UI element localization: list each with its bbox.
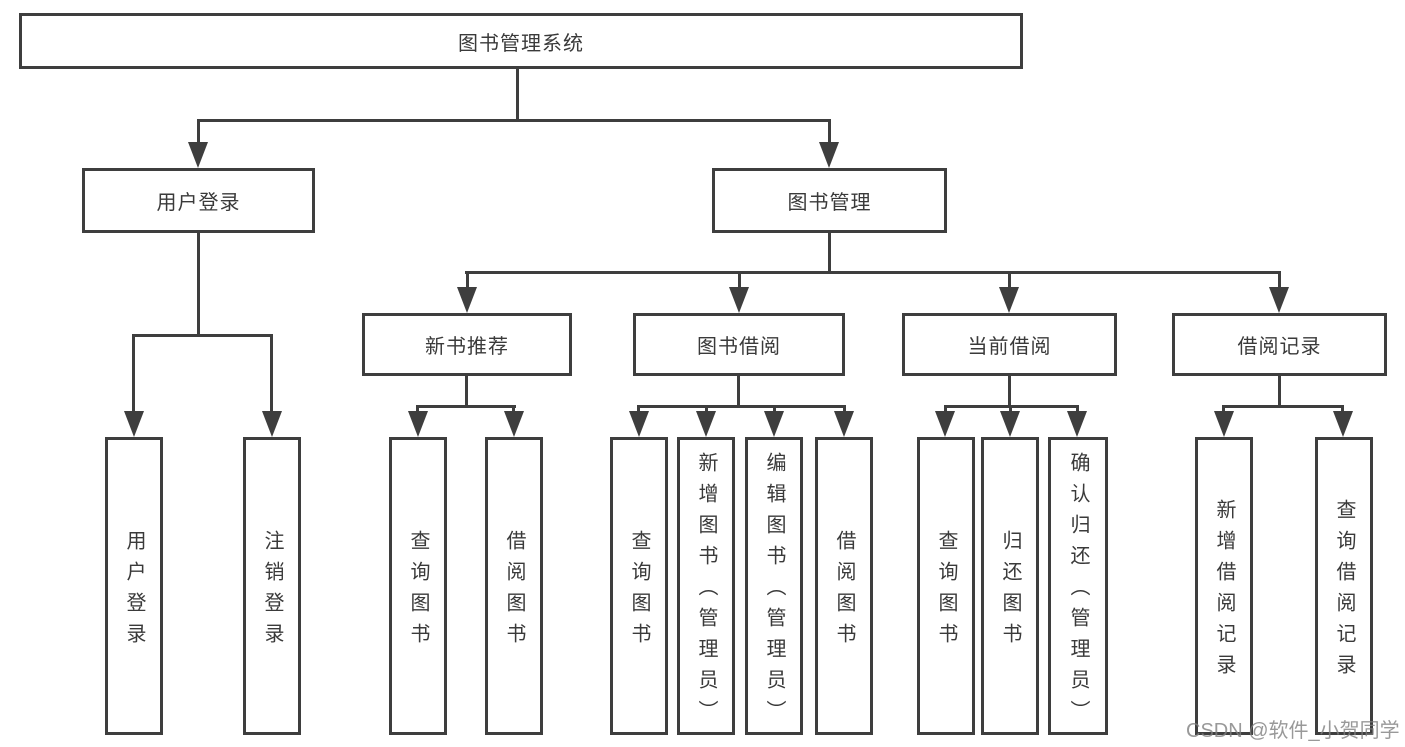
- connector-drop: [1278, 271, 1281, 289]
- leaf-edit-book-admin: 编辑图书（管理员）: [745, 437, 803, 735]
- connector-bar: [133, 334, 273, 337]
- leaf-return-books: 归还图书: [981, 437, 1039, 735]
- arrowhead-down-icon: [124, 411, 144, 437]
- leaf-query-books-recommend: 查询图书: [389, 437, 447, 735]
- connector-drop: [512, 405, 515, 413]
- node-book-management: 图书管理: [712, 168, 947, 233]
- connector-drop: [705, 405, 708, 413]
- leaf-label: 确认归还（管理员）: [1067, 452, 1089, 731]
- arrowhead-down-icon: [1000, 411, 1020, 437]
- leaf-label: 借阅图书: [503, 529, 525, 654]
- node-current-borrowing: 当前借阅: [902, 313, 1117, 376]
- arrowhead-down-icon: [1067, 411, 1087, 437]
- arrowhead-down-icon: [504, 411, 524, 437]
- leaf-label: 查询图书: [407, 529, 429, 654]
- node-borrow-records: 借阅记录: [1172, 313, 1387, 376]
- leaf-label: 注销登录: [261, 529, 283, 654]
- leaf-label: 借阅图书: [833, 529, 855, 654]
- leaf-logout: 注销登录: [243, 437, 301, 735]
- connector-drop: [773, 405, 776, 413]
- connector-stem: [465, 376, 468, 408]
- connector-drop: [1222, 405, 1225, 413]
- leaf-add-borrow-record: 新增借阅记录: [1195, 437, 1253, 735]
- leaf-label: 查询图书: [628, 529, 650, 654]
- leaf-confirm-return-admin: 确认归还（管理员）: [1048, 437, 1108, 735]
- connector-drop: [270, 334, 273, 413]
- leaf-label: 归还图书: [999, 529, 1021, 654]
- leaf-label: 新增借阅记录: [1213, 498, 1235, 685]
- node-book-borrowing: 图书借阅: [633, 313, 845, 376]
- arrowhead-down-icon: [408, 411, 428, 437]
- connector-stem: [197, 233, 200, 337]
- connector-bar: [465, 271, 1281, 274]
- connector-drop: [416, 405, 419, 413]
- connector-bar: [1222, 405, 1344, 408]
- connector-bar: [197, 119, 830, 122]
- connector-drop: [1008, 271, 1011, 289]
- connector-stem: [516, 69, 519, 120]
- arrowhead-down-icon: [262, 411, 282, 437]
- arrowhead-down-icon: [935, 411, 955, 437]
- leaf-query-books-current: 查询图书: [917, 437, 975, 735]
- arrowhead-down-icon: [729, 287, 749, 313]
- leaf-label: 查询图书: [935, 529, 957, 654]
- node-user-login: 用户登录: [82, 168, 315, 233]
- arrowhead-down-icon: [764, 411, 784, 437]
- connector-drop: [466, 271, 469, 289]
- leaf-label: 新增图书（管理员）: [695, 452, 717, 731]
- connector-drop: [944, 405, 947, 413]
- connector-drop: [132, 334, 135, 413]
- connector-bar: [417, 405, 516, 408]
- arrowhead-down-icon: [1269, 287, 1289, 313]
- leaf-borrow-books: 借阅图书: [815, 437, 873, 735]
- leaf-label: 编辑图书（管理员）: [763, 452, 785, 731]
- connector-drop: [1341, 405, 1344, 413]
- arrowhead-down-icon: [629, 411, 649, 437]
- arrowhead-down-icon: [696, 411, 716, 437]
- connector-stem: [737, 376, 740, 408]
- leaf-query-books-borrow: 查询图书: [610, 437, 668, 735]
- leaf-add-book-admin: 新增图书（管理员）: [677, 437, 735, 735]
- connector-stem: [1008, 376, 1011, 408]
- arrowhead-down-icon: [819, 142, 839, 168]
- node-library-system: 图书管理系统: [19, 13, 1023, 69]
- leaf-borrow-books-recommend: 借阅图书: [485, 437, 543, 735]
- connector-stem: [828, 233, 831, 274]
- leaf-label: 查询借阅记录: [1333, 498, 1355, 685]
- leaf-user-login: 用户登录: [105, 437, 163, 735]
- connector-drop: [1009, 405, 1012, 413]
- connector-bar: [637, 405, 846, 408]
- arrowhead-down-icon: [1333, 411, 1353, 437]
- connector-drop: [843, 405, 846, 413]
- watermark: CSDN @软件_小贺同学: [1186, 720, 1400, 742]
- connector-drop: [197, 119, 200, 144]
- connector-drop: [828, 119, 831, 144]
- arrowhead-down-icon: [188, 142, 208, 168]
- connector-drop: [738, 271, 741, 289]
- arrowhead-down-icon: [1214, 411, 1234, 437]
- arrowhead-down-icon: [834, 411, 854, 437]
- node-new-book-recommend: 新书推荐: [362, 313, 572, 376]
- connector-drop: [637, 405, 640, 413]
- arrowhead-down-icon: [457, 287, 477, 313]
- arrowhead-down-icon: [999, 287, 1019, 313]
- leaf-query-borrow-record: 查询借阅记录: [1315, 437, 1373, 735]
- connector-drop: [1076, 405, 1079, 413]
- leaf-label: 用户登录: [123, 529, 145, 654]
- connector-stem: [1278, 376, 1281, 408]
